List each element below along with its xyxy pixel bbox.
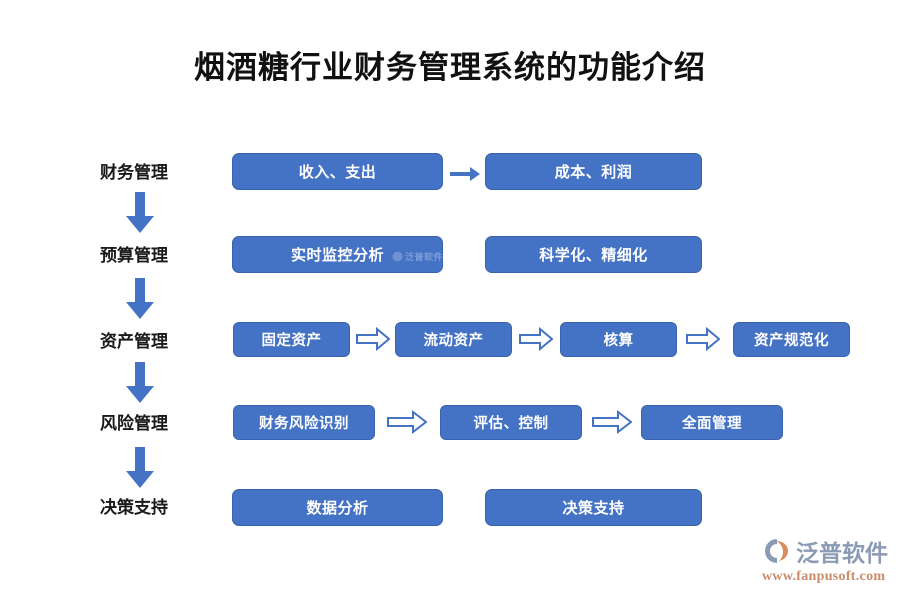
arrow-down-icon [125,447,155,489]
process-box-decision-support[interactable]: 决策支持 [485,489,702,526]
arrow-down-icon [125,362,155,404]
process-box-realtime-monitor[interactable]: 实时监控分析 [232,236,443,273]
logo-name: 泛普软件 [796,540,888,566]
arrow-right-icon [356,326,391,352]
process-box-income-expense[interactable]: 收入、支出 [232,153,443,190]
process-box-current-asset[interactable]: 流动资产 [395,322,512,357]
row-label-finance: 财务管理 [100,163,168,182]
arrow-down-icon [125,278,155,320]
arrow-down-icon [125,192,155,234]
process-box-assess-control[interactable]: 评估、控制 [440,405,582,440]
row-label-decision: 决策支持 [100,498,168,517]
row-label-risk: 风险管理 [100,414,168,433]
process-box-fixed-asset[interactable]: 固定资产 [233,322,350,357]
process-box-comprehensive-management[interactable]: 全面管理 [641,405,783,440]
fanpu-logo-icon [765,539,788,563]
process-box-asset-standardization[interactable]: 资产规范化 [733,322,850,357]
arrow-right-icon [387,409,428,435]
row-label-asset: 资产管理 [100,332,168,351]
row-label-budget: 预算管理 [100,246,168,265]
process-box-accounting[interactable]: 核算 [560,322,677,357]
arrow-right-icon [686,326,721,352]
page-title: 烟酒糖行业财务管理系统的功能介绍 [194,50,706,85]
process-box-risk-identification[interactable]: 财务风险识别 [233,405,375,440]
arrow-right-icon [450,164,480,184]
brand-logo: 泛普软件 www.fanpusoft.com [762,534,897,594]
process-box-cost-profit[interactable]: 成本、利润 [485,153,702,190]
logo-url: www.fanpusoft.com [762,569,886,584]
process-box-data-analysis[interactable]: 数据分析 [232,489,443,526]
arrow-right-icon [592,409,633,435]
process-box-scientific-refined[interactable]: 科学化、精细化 [485,236,702,273]
arrow-right-icon [519,326,554,352]
